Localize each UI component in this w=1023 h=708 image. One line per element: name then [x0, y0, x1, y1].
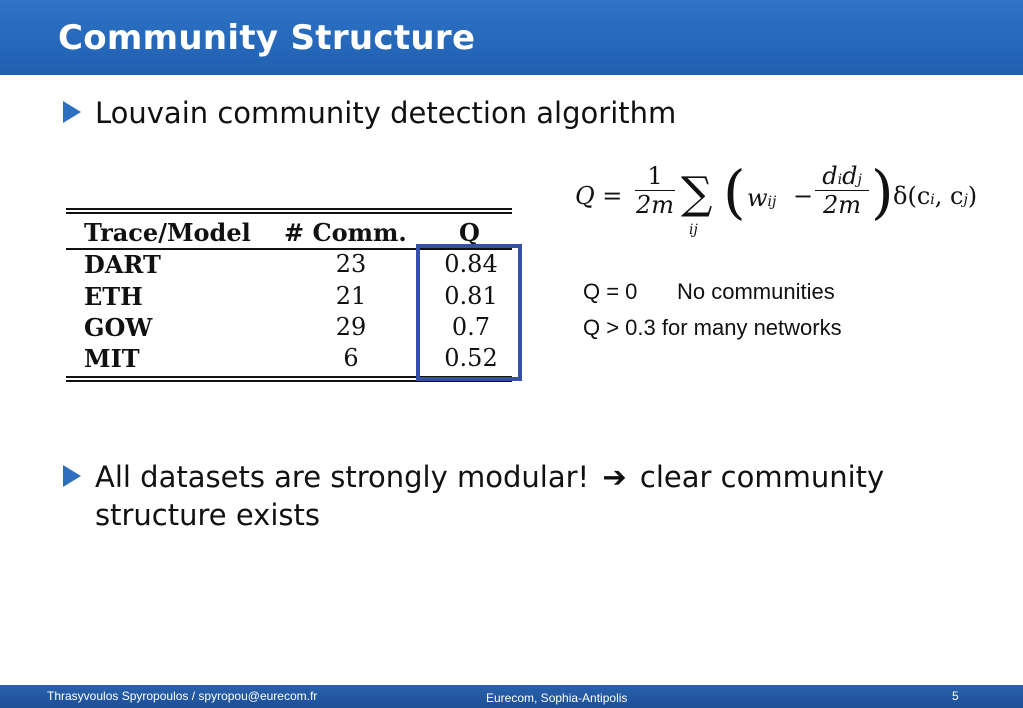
row-comm: 29 — [335, 313, 367, 341]
q-zero-text: No communities — [677, 279, 835, 304]
q-zero-label: Q = 0 — [583, 279, 638, 304]
formula-delta-sub1: i — [930, 192, 935, 208]
footer-author: Thrasyvoulos Spyropoulos / spyropou@eure… — [47, 689, 318, 703]
formula-frac1-num: 1 — [635, 162, 675, 191]
formula-d2-sub: j — [857, 172, 862, 188]
formula-w: w — [747, 184, 768, 212]
row-q: 0.52 — [444, 344, 498, 372]
row-q: 0.7 — [451, 313, 491, 341]
right-arrow-icon: ➔ — [602, 460, 627, 494]
formula-delta-sub2: j — [963, 192, 968, 208]
formula-d1-sub: i — [837, 172, 843, 188]
row-q: 0.84 — [444, 250, 498, 278]
row-comm: 6 — [343, 344, 359, 372]
formula-d2: d — [842, 162, 858, 190]
footer-venue: Eurecom, Sophia-Antipolis — [486, 691, 628, 705]
formula-w-term: wij — [747, 184, 776, 212]
formula-d1: d — [822, 162, 838, 190]
formula-delta-mid: , c — [934, 182, 964, 210]
bullet-louvain: Louvain community detection algorithm — [95, 96, 677, 130]
bullet-modular: All datasets are strongly modular! ➔ cle… — [95, 458, 915, 534]
title-bar: Community Structure — [0, 0, 1023, 75]
row-comm: 21 — [335, 282, 367, 310]
q-column-highlight-box — [416, 244, 522, 381]
table-header-rule — [66, 248, 512, 250]
footer-page-number: 5 — [952, 689, 959, 703]
table-bottom-rule — [66, 376, 512, 382]
formula-lhs: Q = — [575, 182, 623, 210]
modularity-formula: Q = 1 2m ∑ ij ( wij − didj 2m ) δ(ci, cj… — [575, 158, 985, 240]
formula-frac-2: didj 2m — [815, 162, 869, 219]
formula-frac1-den: 2m — [635, 191, 675, 219]
row-q: 0.81 — [444, 282, 498, 310]
header-q: Q — [459, 218, 480, 247]
bullet-modular-text: All datasets are strongly modular! — [95, 460, 590, 494]
formula-frac2-den: 2m — [822, 191, 862, 219]
header-trace-model: Trace/Model — [84, 218, 251, 247]
formula-frac-1: 1 2m — [635, 162, 675, 219]
bullet-arrow-icon — [63, 465, 81, 487]
row-comm: 23 — [335, 250, 367, 278]
sum-subscript: ij — [689, 222, 698, 238]
sigma-symbol: ∑ — [681, 168, 713, 219]
slide-title: Community Structure — [58, 18, 476, 58]
header-comm: # Comm. — [284, 218, 407, 247]
right-paren: ) — [871, 158, 894, 226]
formula-minus: − — [793, 182, 814, 210]
row-name: MIT — [84, 344, 140, 373]
formula-delta-close: ) — [967, 182, 978, 210]
formula-delta-open: δ(c — [893, 182, 931, 210]
formula-delta: δ(ci, cj) — [893, 182, 977, 210]
bullet-arrow-icon — [63, 101, 81, 123]
bullet-modular-conclusion: clear community structure exists — [95, 460, 885, 532]
row-name: DART — [84, 250, 161, 279]
table-top-rule — [66, 208, 512, 214]
row-name: ETH — [84, 282, 143, 311]
footer-bar: Thrasyvoulos Spyropoulos / spyropou@eure… — [0, 685, 1023, 708]
row-name: GOW — [84, 313, 153, 342]
q-high-note: Q > 0.3 for many networks — [583, 315, 842, 340]
formula-w-sub: ij — [767, 194, 777, 210]
left-paren: ( — [723, 158, 746, 226]
